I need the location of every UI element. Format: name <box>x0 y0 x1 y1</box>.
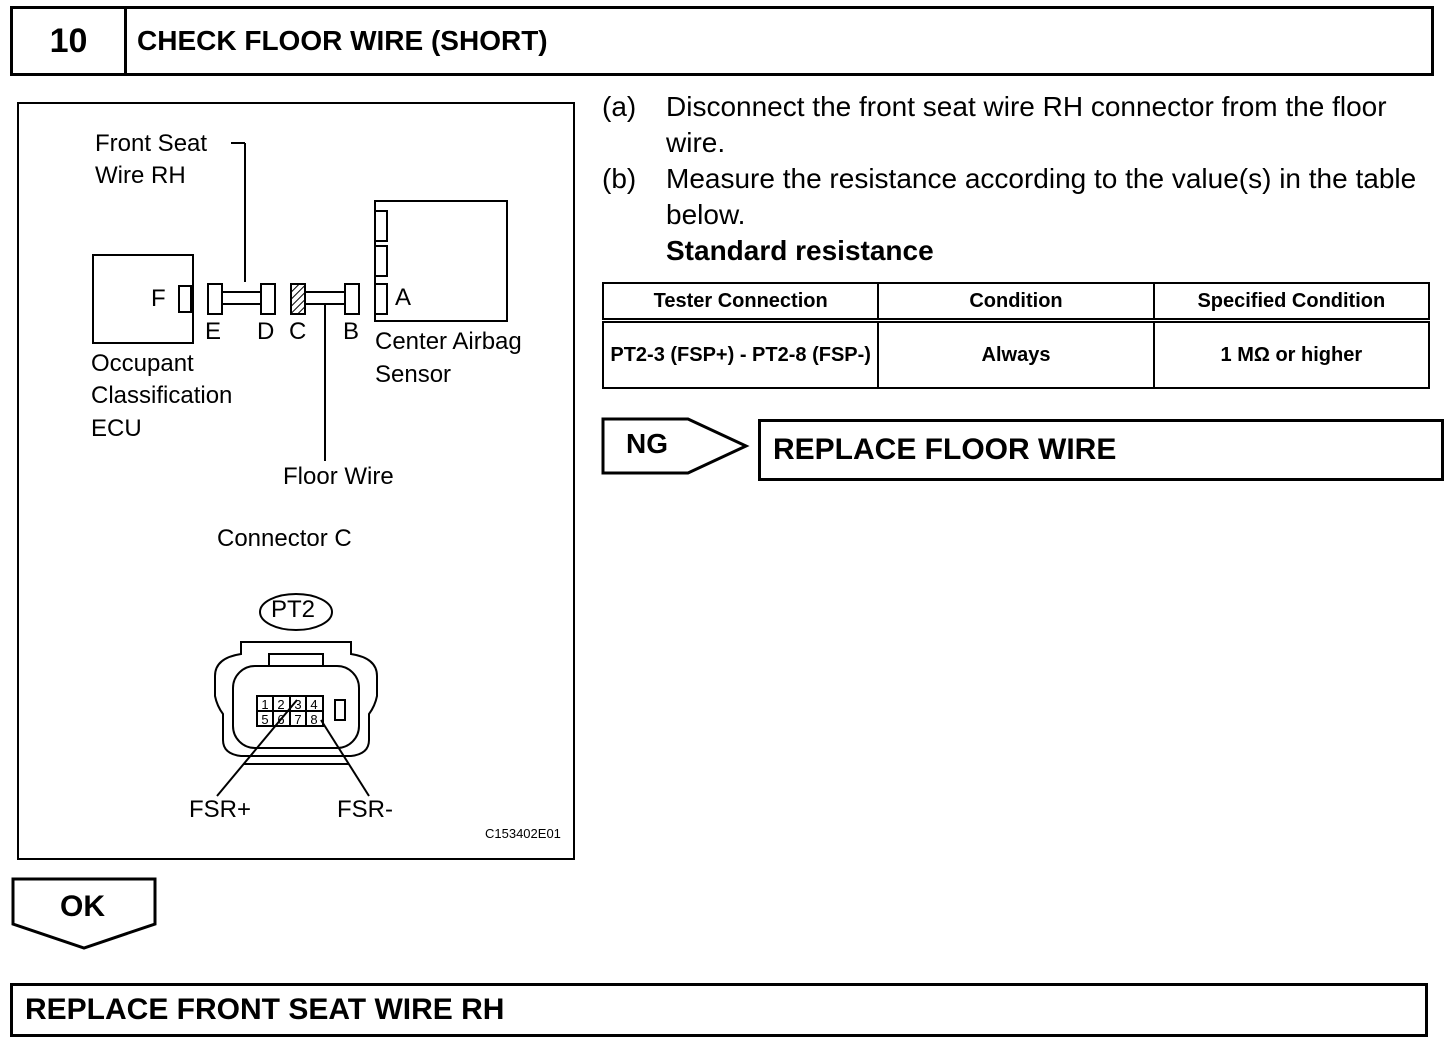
ecu-label-1: Occupant <box>91 350 194 377</box>
tester-connection-cell: PT2-3 (FSP+) - PT2-8 (FSP-) <box>601 319 880 389</box>
sensor-label-1: Center Airbag <box>375 328 522 355</box>
step-a: (a) Disconnect the front seat wire RH co… <box>602 89 1432 161</box>
connector-letter-b: B <box>343 318 360 345</box>
table-row: PT2-3 (FSP+) - PT2-8 (FSP-) Always 1 MΩ … <box>601 319 1431 389</box>
ecu-connector-f <box>178 285 192 313</box>
sensor-connector-a <box>374 283 388 315</box>
ecu-label-3: ECU <box>91 415 142 442</box>
fsr-minus-label: FSR- <box>337 796 393 823</box>
wiring-diagram: 1 2 3 4 5 6 7 8 Front Seat Wire RH F A E… <box>17 102 575 860</box>
ng-result-box: REPLACE FLOOR WIRE <box>758 419 1444 481</box>
connector-c <box>290 283 306 315</box>
specified-condition-cell: 1 MΩ or higher <box>1152 319 1431 389</box>
column-header: Tester Connection <box>601 282 880 323</box>
column-header: Specified Condition <box>1152 282 1431 323</box>
figure-code: C153402E01 <box>485 826 561 841</box>
pin-7: 7 <box>294 712 301 727</box>
ecu-label-2: Classification <box>91 382 233 409</box>
connector-id-label: PT2 <box>271 596 316 623</box>
ok-arrow-icon <box>11 877 157 950</box>
column-header: Condition <box>877 282 1155 323</box>
connector-letter-c: C <box>289 318 307 345</box>
wiring-diagram-drawing: 1 2 3 4 5 6 7 8 <box>92 142 508 797</box>
pin-4: 4 <box>310 697 317 712</box>
connector-b <box>344 283 360 315</box>
step-b-letter: (b) <box>602 163 637 194</box>
step-a-letter: (a) <box>602 91 637 122</box>
front-seat-wire-label-1: Front Seat <box>95 130 208 157</box>
standard-heading: Standard resistance <box>666 235 934 266</box>
connector-letter-d: D <box>257 318 275 345</box>
ng-label: NG <box>626 428 668 459</box>
spec-table: Tester Connection Condition Specified Co… <box>601 282 1431 389</box>
connector-housing <box>214 641 378 757</box>
ng-arrow-icon <box>601 417 750 475</box>
step-b: (b) Measure the resistance according to … <box>602 161 1432 233</box>
front-seat-wire-label-2: Wire RH <box>95 162 186 189</box>
sensor-label-2: Sensor <box>375 361 452 388</box>
step-a-text: Disconnect the front seat wire RH connec… <box>666 91 1387 158</box>
pin-6: 6 <box>277 712 284 727</box>
step-title: CHECK FLOOR WIRE (SHORT) <box>137 25 548 56</box>
step-header: 10 CHECK FLOOR WIRE (SHORT) <box>10 6 1434 76</box>
connector-d <box>260 283 276 315</box>
step-number: 10 <box>13 9 127 73</box>
ok-label: OK <box>60 890 105 923</box>
ecu-connector-letter: F <box>151 285 166 312</box>
pt2-ellipse <box>259 593 333 631</box>
condition-cell: Always <box>877 319 1155 389</box>
step-b-text: Measure the resistance according to the … <box>666 163 1417 230</box>
connector-c-label: Connector C <box>217 525 352 552</box>
sensor-connector-letter: A <box>395 284 412 311</box>
pin-1: 1 <box>261 697 268 712</box>
pin-5: 5 <box>261 712 268 727</box>
ok-result-box: REPLACE FRONT SEAT WIRE RH <box>10 983 1428 1037</box>
floor-wire-label: Floor Wire <box>283 463 394 490</box>
fsr-minus-leader <box>320 719 370 797</box>
pin-8: 8 <box>310 712 317 727</box>
table-header-row: Tester Connection Condition Specified Co… <box>601 282 1431 323</box>
ecu-box <box>92 254 194 344</box>
fsr-plus-leader <box>216 699 298 797</box>
pin-2: 2 <box>277 697 284 712</box>
pin-3: 3 <box>294 697 301 712</box>
connector-letter-e: E <box>205 318 222 345</box>
fsr-plus-label: FSR+ <box>189 796 252 823</box>
connector-e <box>207 283 223 315</box>
